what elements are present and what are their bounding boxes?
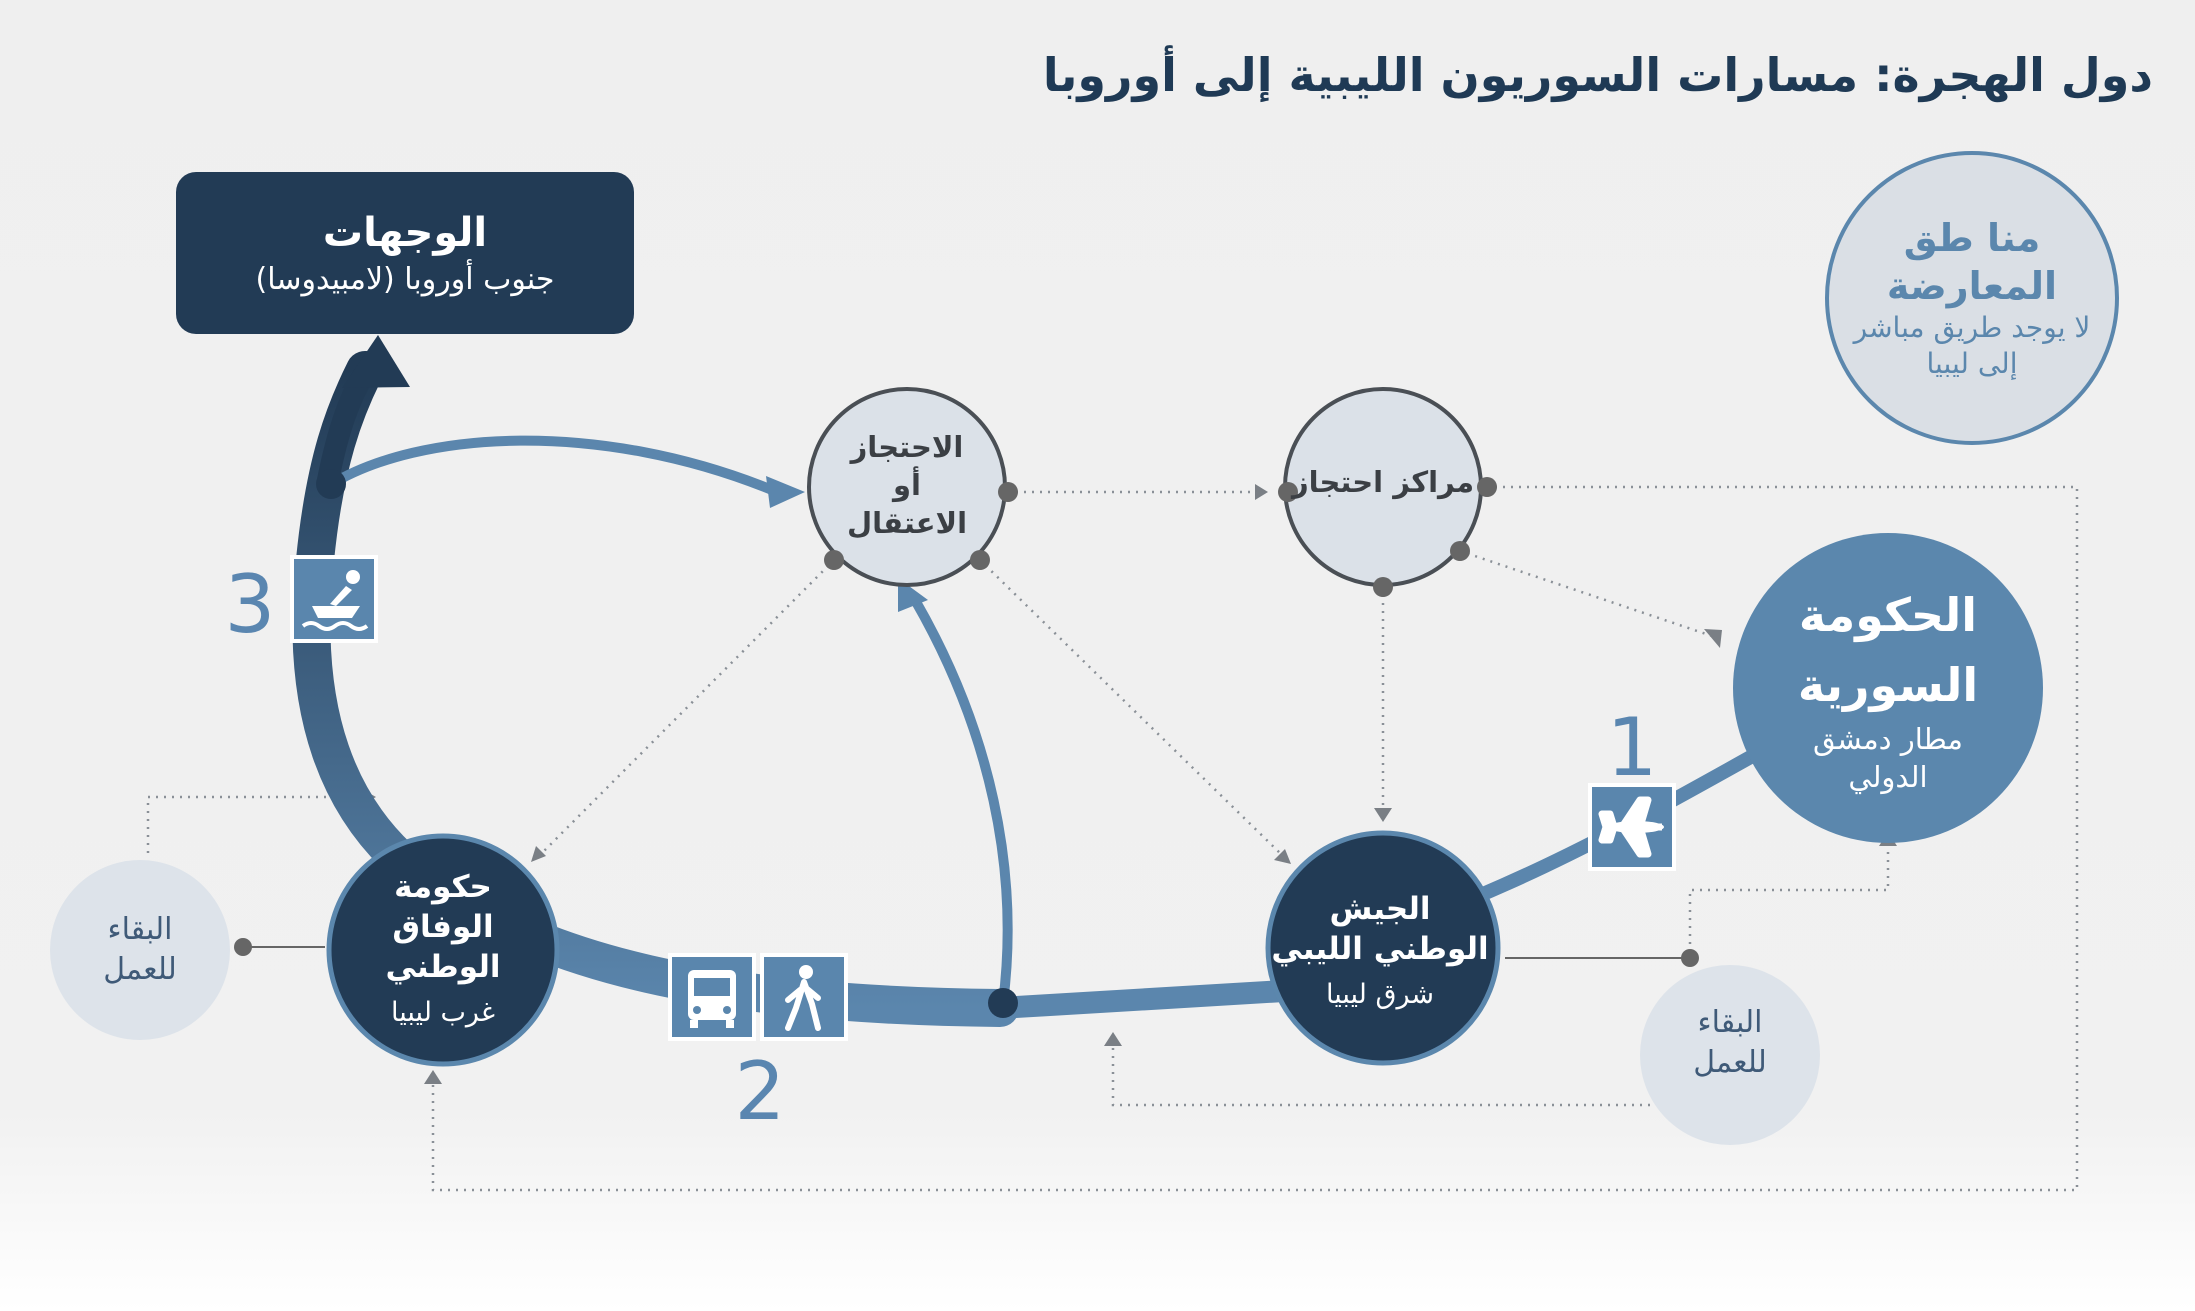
route-number-air: 1	[1606, 701, 1658, 794]
stay-work-right-label: البقاء للعمل	[1693, 1003, 1767, 1083]
lna-line-2: الوطني الليبي	[1271, 931, 1489, 967]
gna-circle	[326, 833, 560, 1067]
lna-circle	[1265, 830, 1501, 1066]
page-title: دول الهجرة: مسارات السوريون الليبية إلى …	[1042, 48, 2153, 102]
connector-centers-loop	[431, 485, 2079, 1192]
arrowhead-loop-gna	[424, 1070, 442, 1084]
opposition-label: منا طق المعارضة لا يوجد طريق مباشر إلى ل…	[1854, 214, 2091, 382]
route-number-land: 2	[734, 1045, 786, 1138]
gna-line-1: حكومة	[394, 869, 492, 905]
gna-line-3: الوطني	[385, 949, 501, 985]
syrian-gov-sub-1: مطار دمشق	[1813, 722, 1963, 756]
destinations-box: الوجهات جنوب أوروبا (لامبيدوسا)	[176, 172, 634, 334]
route-land-to-arrest	[910, 597, 1013, 1004]
arrowhead-to-centers	[1255, 484, 1268, 500]
connector-centers-to-gov	[1459, 549, 1713, 638]
syrian-gov-circle	[1733, 533, 2043, 843]
sea-arrowhead	[342, 335, 410, 388]
syrian-gov-heading-2: السورية	[1797, 658, 1979, 712]
connector-stay-right-gov	[1688, 840, 1890, 960]
dot-lna-stay	[1681, 949, 1699, 967]
connector-arrest-to-gna	[539, 559, 835, 856]
stay-work-left-circle	[50, 860, 230, 1040]
lna-sub: شرق ليبيا	[1326, 979, 1434, 1010]
arrowhead-to-gov	[1704, 629, 1722, 648]
gna-sub: غرب ليبيا	[391, 997, 495, 1028]
route-loop-to-arrest	[327, 435, 774, 495]
stay-work-left-label: البقاء للعمل	[103, 910, 177, 990]
dot-centers-lowright	[1450, 541, 1470, 561]
detention-arrest-label: الاحتجاز أو الاعتقال	[847, 428, 967, 542]
dot-arrest-right	[998, 482, 1018, 502]
dot-arrest-lowleft	[824, 550, 844, 570]
opposition-heading-2: المعارضة	[1886, 264, 2058, 308]
bus-icon	[668, 953, 756, 1041]
detention-centers-label: مراكز احتجاز	[1291, 465, 1475, 499]
connector-stay-left	[146, 795, 365, 853]
destinations-heading: الوجهات	[322, 209, 488, 256]
connector-stay-right-lna	[1111, 1040, 1650, 1107]
route-number-sea: 3	[224, 558, 276, 651]
dot-gna-stay	[234, 938, 252, 956]
opposition-circle	[1825, 151, 2119, 445]
gna-label: حكومة الوفاق الوطني غرب ليبيا	[386, 867, 501, 1033]
opposition-note-1: لا يوجد طريق مباشر	[1853, 311, 2091, 344]
arrowhead-to-lna	[1274, 849, 1291, 864]
junction-dot-sea	[316, 469, 346, 499]
arrowhead-to-gna	[531, 846, 546, 862]
dot-arrest-lowright	[970, 550, 990, 570]
dot-centers-bottom	[1373, 577, 1393, 597]
arrowhead-loop-to-arrest	[766, 476, 805, 508]
opposition-note-2: إلى ليبيا	[1926, 347, 2018, 380]
dot-centers-right	[1477, 477, 1497, 497]
syrian-gov-sub-2: الدولي	[1848, 760, 1928, 794]
stay-work-left-line-1: البقاء	[107, 912, 173, 947]
detention-arrest-line-2: أو	[893, 468, 921, 502]
arrowhead-stay-right-lna	[1104, 1032, 1122, 1046]
boat-icon	[290, 555, 378, 643]
gna-line-2: الوفاق	[392, 909, 494, 945]
plane-icon	[1588, 783, 1676, 871]
dotted-connectors	[146, 485, 2079, 1192]
junction-dot-land	[988, 988, 1018, 1018]
arrowhead-centers-lna	[1374, 808, 1392, 822]
lna-line-1: الجيش	[1329, 891, 1431, 927]
stay-work-left-line-2: للعمل	[103, 952, 177, 987]
stay-work-right-line-2: للعمل	[1693, 1045, 1767, 1080]
syrian-gov-label: الحكومة السورية مطار دمشق الدولي	[1798, 580, 1978, 796]
stay-work-right-circle	[1640, 965, 1820, 1145]
detention-arrest-line-3: الاعتقال	[846, 506, 968, 540]
detention-arrest-line-1: الاحتجاز	[850, 430, 964, 464]
dot-centers-left	[1278, 482, 1298, 502]
opposition-heading-1: منا طق	[1903, 216, 2041, 260]
lna-label: الجيش الوطني الليبي شرق ليبيا	[1271, 889, 1488, 1015]
connector-arrest-to-lna	[979, 559, 1283, 856]
land-route-lna	[999, 979, 1301, 1019]
destinations-subtitle: جنوب أوروبا (لامبيدوسا)	[255, 261, 555, 297]
walk-icon	[760, 953, 848, 1041]
syrian-gov-heading-1: الحكومة	[1798, 588, 1978, 642]
stay-work-right-line-1: البقاء	[1697, 1005, 1763, 1040]
